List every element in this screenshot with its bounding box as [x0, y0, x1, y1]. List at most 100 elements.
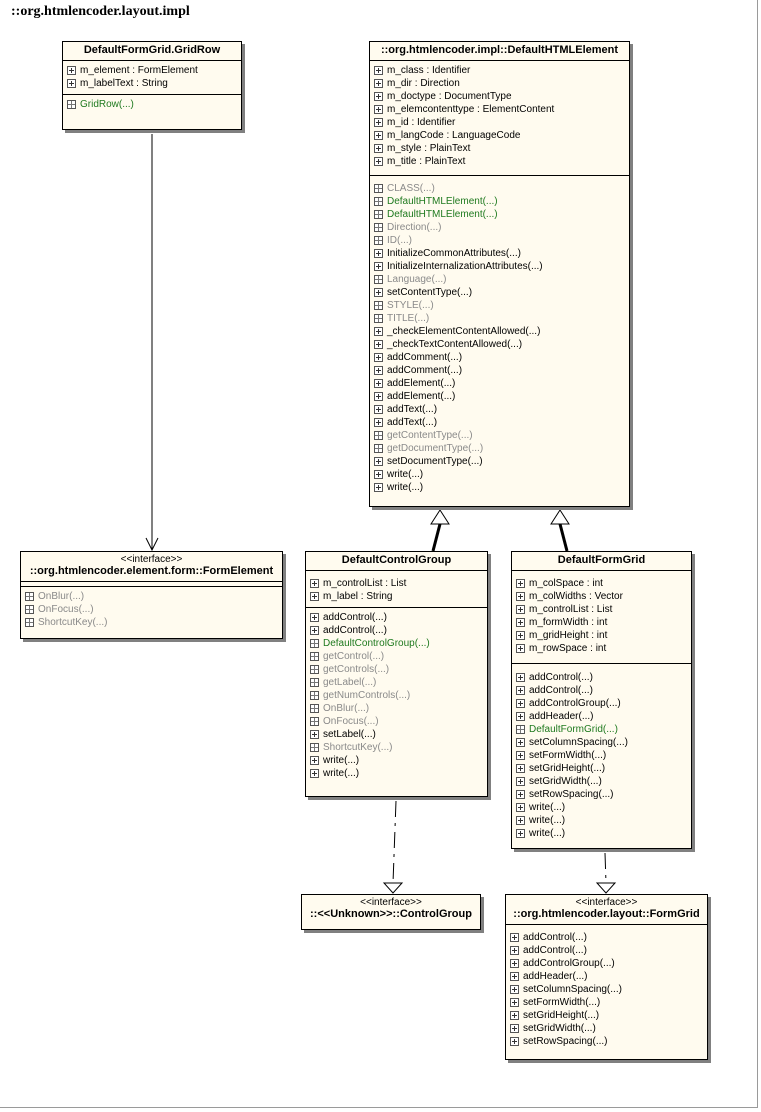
attribute-row[interactable]: m_formWidth : int	[516, 616, 691, 629]
expand-icon[interactable]	[374, 210, 383, 219]
expand-icon[interactable]	[510, 959, 519, 968]
class-gridrow[interactable]: DefaultFormGrid.GridRow m_element : Form…	[62, 41, 242, 130]
attribute-row[interactable]: m_doctype : DocumentType	[374, 90, 629, 103]
operation-row[interactable]: addComment(...)	[374, 351, 629, 364]
operation-row[interactable]: addControlGroup(...)	[516, 697, 691, 710]
expand-icon[interactable]	[374, 144, 383, 153]
expand-icon[interactable]	[510, 1037, 519, 1046]
expand-icon[interactable]	[374, 79, 383, 88]
expand-icon[interactable]	[310, 613, 319, 622]
expand-icon[interactable]	[374, 392, 383, 401]
operation-row[interactable]: TITLE(...)	[374, 312, 629, 325]
expand-icon[interactable]	[516, 803, 525, 812]
attribute-row[interactable]: m_label : String	[310, 590, 487, 603]
operation-row[interactable]: setRowSpacing(...)	[510, 1035, 707, 1048]
expand-icon[interactable]	[510, 933, 519, 942]
operation-row[interactable]: OnBlur(...)	[25, 590, 282, 603]
operation-row[interactable]: addControl(...)	[310, 624, 487, 637]
expand-icon[interactable]	[25, 605, 34, 614]
expand-icon[interactable]	[310, 592, 319, 601]
expand-icon[interactable]	[374, 418, 383, 427]
expand-icon[interactable]	[516, 764, 525, 773]
interface-formelement[interactable]: <<interface>> ::org.htmlencoder.element.…	[20, 551, 283, 639]
operation-row[interactable]: addControl(...)	[510, 944, 707, 957]
expand-icon[interactable]	[510, 985, 519, 994]
expand-icon[interactable]	[310, 626, 319, 635]
expand-icon[interactable]	[374, 275, 383, 284]
expand-icon[interactable]	[374, 314, 383, 323]
expand-icon[interactable]	[374, 197, 383, 206]
operation-row[interactable]: addControl(...)	[310, 611, 487, 624]
class-defaulthtmlelement[interactable]: ::org.htmlencoder.impl::DefaultHTMLEleme…	[369, 41, 630, 507]
expand-icon[interactable]	[310, 665, 319, 674]
operation-row[interactable]: setGridWidth(...)	[516, 775, 691, 788]
expand-icon[interactable]	[374, 105, 383, 114]
expand-icon[interactable]	[374, 288, 383, 297]
expand-icon[interactable]	[310, 769, 319, 778]
expand-icon[interactable]	[516, 686, 525, 695]
expand-icon[interactable]	[310, 743, 319, 752]
expand-icon[interactable]	[310, 730, 319, 739]
operation-row[interactable]: DefaultHTMLElement(...)	[374, 208, 629, 221]
expand-icon[interactable]	[374, 301, 383, 310]
expand-icon[interactable]	[374, 118, 383, 127]
expand-icon[interactable]	[516, 712, 525, 721]
operation-row[interactable]: getControl(...)	[310, 650, 487, 663]
operation-row[interactable]: getLabel(...)	[310, 676, 487, 689]
expand-icon[interactable]	[25, 618, 34, 627]
expand-icon[interactable]	[516, 631, 525, 640]
operation-row[interactable]: setLabel(...)	[310, 728, 487, 741]
expand-icon[interactable]	[310, 652, 319, 661]
expand-icon[interactable]	[516, 725, 525, 734]
operation-row[interactable]: getDocumentType(...)	[374, 442, 629, 455]
expand-icon[interactable]	[374, 444, 383, 453]
operation-row[interactable]: Language(...)	[374, 273, 629, 286]
operation-row[interactable]: getNumControls(...)	[310, 689, 487, 702]
expand-icon[interactable]	[516, 816, 525, 825]
operation-row[interactable]: addText(...)	[374, 416, 629, 429]
operation-row[interactable]: setColumnSpacing(...)	[516, 736, 691, 749]
expand-icon[interactable]	[310, 691, 319, 700]
attribute-row[interactable]: m_id : Identifier	[374, 116, 629, 129]
attribute-row[interactable]: m_element : FormElement	[67, 64, 241, 77]
operation-row[interactable]: addText(...)	[374, 403, 629, 416]
interface-formgrid[interactable]: <<interface>> ::org.htmlencoder.layout::…	[505, 894, 708, 1060]
attribute-row[interactable]: m_controlList : List	[310, 577, 487, 590]
expand-icon[interactable]	[374, 470, 383, 479]
expand-icon[interactable]	[516, 777, 525, 786]
operation-row[interactable]: ShortcutKey(...)	[25, 616, 282, 629]
operation-row[interactable]: _checkTextContentAllowed(...)	[374, 338, 629, 351]
operation-row[interactable]: addElement(...)	[374, 390, 629, 403]
operation-row[interactable]: write(...)	[516, 814, 691, 827]
expand-icon[interactable]	[516, 829, 525, 838]
operation-row[interactable]: addHeader(...)	[510, 970, 707, 983]
expand-icon[interactable]	[374, 366, 383, 375]
expand-icon[interactable]	[374, 223, 383, 232]
attribute-row[interactable]: m_style : PlainText	[374, 142, 629, 155]
operation-row[interactable]: InitializeCommonAttributes(...)	[374, 247, 629, 260]
operation-row[interactable]: addControl(...)	[510, 931, 707, 944]
operation-row[interactable]: CLASS(...)	[374, 182, 629, 195]
expand-icon[interactable]	[67, 100, 76, 109]
expand-icon[interactable]	[516, 699, 525, 708]
attribute-row[interactable]: m_title : PlainText	[374, 155, 629, 168]
expand-icon[interactable]	[374, 405, 383, 414]
operation-row[interactable]: setGridWidth(...)	[510, 1022, 707, 1035]
operation-row[interactable]: _checkElementContentAllowed(...)	[374, 325, 629, 338]
attribute-row[interactable]: m_colSpace : int	[516, 577, 691, 590]
class-defaultcontrolgroup[interactable]: DefaultControlGroup m_controlList : List…	[305, 551, 488, 797]
attribute-row[interactable]: m_elemcontenttype : ElementContent	[374, 103, 629, 116]
expand-icon[interactable]	[374, 92, 383, 101]
expand-icon[interactable]	[516, 618, 525, 627]
operation-row[interactable]: write(...)	[374, 481, 629, 494]
operation-row[interactable]: GridRow(...)	[67, 98, 241, 111]
operation-row[interactable]: addElement(...)	[374, 377, 629, 390]
expand-icon[interactable]	[374, 457, 383, 466]
expand-icon[interactable]	[310, 717, 319, 726]
operation-row[interactable]: setRowSpacing(...)	[516, 788, 691, 801]
expand-icon[interactable]	[374, 340, 383, 349]
attribute-row[interactable]: m_rowSpace : int	[516, 642, 691, 655]
operation-row[interactable]: write(...)	[310, 767, 487, 780]
operation-row[interactable]: OnBlur(...)	[310, 702, 487, 715]
